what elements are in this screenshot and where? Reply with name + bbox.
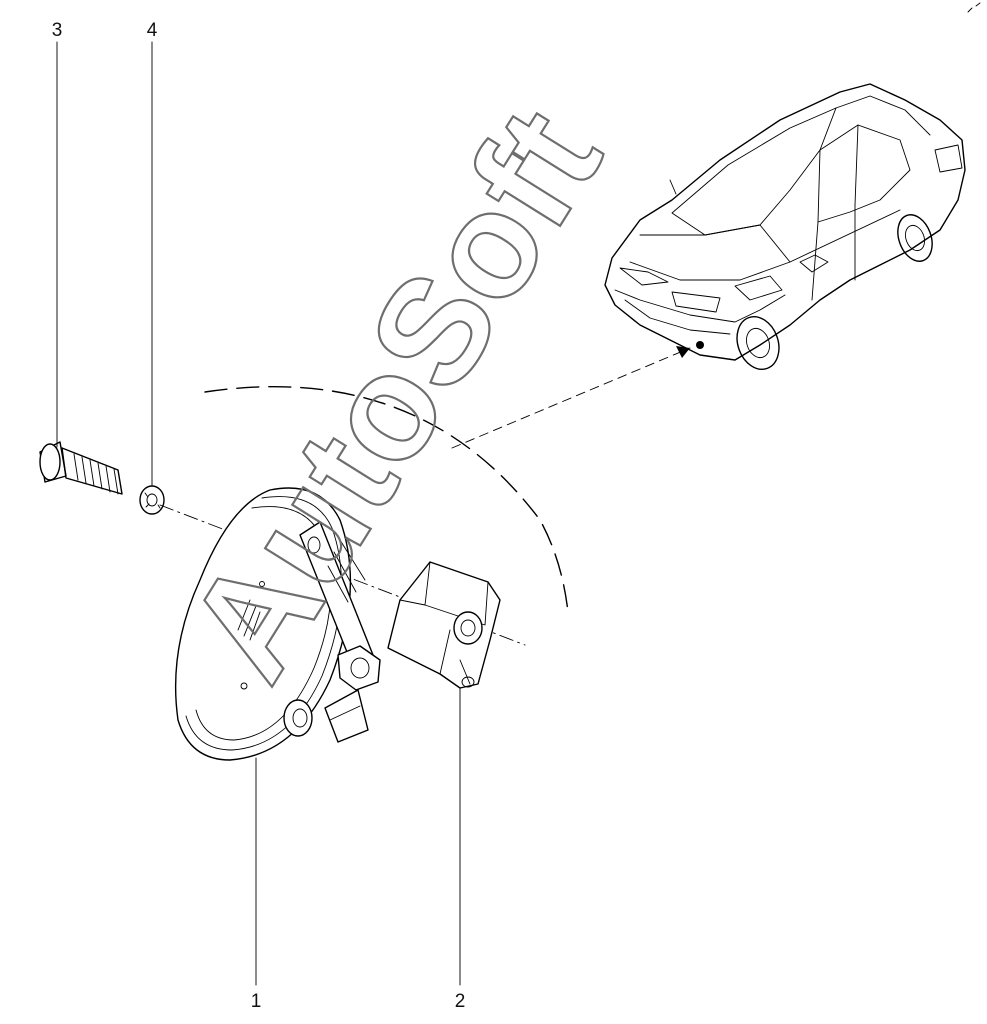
callout-1: 1 [251, 991, 262, 1012]
callout-4: 4 [147, 20, 158, 41]
horn-part [174, 487, 381, 761]
callout-2: 2 [455, 991, 466, 1012]
bolt-part [39, 441, 123, 495]
watermark-autosoft: AutoSoft [155, 81, 633, 707]
callout-3: 3 [52, 20, 63, 41]
car-illustration [604, 83, 966, 370]
bracket-part [387, 561, 501, 689]
washer-part [139, 485, 165, 515]
